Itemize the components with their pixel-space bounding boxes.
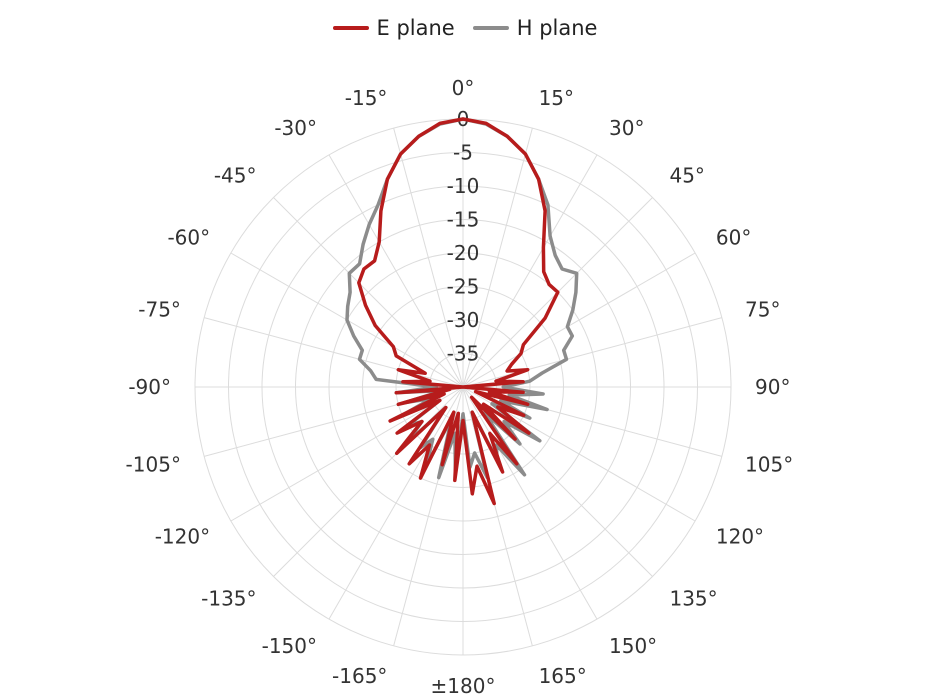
angle-tick-label: -60° — [167, 226, 210, 250]
grid-spoke — [230, 386, 464, 522]
angle-tick-label: -15° — [345, 86, 388, 110]
radial-tick-label: -20 — [447, 241, 480, 265]
angle-tick-label: 75° — [745, 298, 780, 322]
legend-item-h-plane[interactable]: H plane — [472, 16, 598, 40]
angle-tick-label: 120° — [716, 525, 764, 549]
angle-tick-label: 165° — [539, 664, 587, 688]
grid-spoke — [462, 252, 696, 388]
angle-tick-label: -75° — [138, 298, 181, 322]
angle-tick-label: 135° — [669, 586, 717, 610]
angle-tick-label: -150° — [262, 634, 317, 658]
angle-tick-label: -105° — [126, 452, 181, 476]
legend-swatch-e-plane — [332, 26, 369, 30]
grid-spoke — [328, 386, 464, 620]
angle-tick-label: 60° — [716, 226, 751, 250]
radial-tick-labels: 0-5-10-15-20-25-30-35 — [447, 107, 480, 366]
radial-tick-label: -35 — [447, 342, 480, 366]
angle-tick-label: 105° — [745, 452, 793, 476]
grid-spoke — [462, 386, 598, 620]
angle-tick-label: ±180° — [431, 674, 496, 696]
angle-tick-label: -165° — [332, 664, 387, 688]
radial-tick-label: -30 — [447, 308, 480, 332]
radial-tick-label: -15 — [447, 208, 480, 232]
grid-spoke — [204, 317, 464, 388]
grid-spoke — [328, 154, 464, 388]
radial-tick-label: -5 — [453, 141, 473, 165]
angle-tick-label: 0° — [452, 76, 475, 100]
angle-tick-labels: 0° 15° 30° 45° 60° 75° 90° 105° 120° 135° 150° 165°… — [126, 76, 794, 696]
legend-item-e-plane[interactable]: E plane — [332, 16, 455, 40]
angle-tick-label: 150° — [609, 634, 657, 658]
series-line-e-plane — [357, 117, 560, 506]
grid-spoke — [462, 128, 533, 388]
legend-label-e-plane: E plane — [376, 16, 455, 40]
legend-label-h-plane: H plane — [516, 16, 598, 40]
grid-spoke — [273, 197, 464, 388]
angle-tick-label: -30° — [274, 116, 317, 140]
angle-tick-label: 30° — [609, 116, 644, 140]
angle-tick-label: -90° — [128, 375, 171, 399]
angle-tick-label: -45° — [214, 164, 257, 188]
grid-spoke — [393, 128, 464, 388]
grid-spoke — [462, 154, 598, 388]
angle-tick-label: 45° — [669, 164, 704, 188]
chart-legend: E plane H plane — [0, 16, 930, 40]
radial-tick-label: -25 — [447, 275, 480, 299]
series-layer — [345, 117, 579, 506]
legend-swatch-h-plane — [472, 26, 509, 30]
series-line-h-plane — [345, 117, 579, 480]
angle-tick-label: -120° — [155, 525, 210, 549]
angle-tick-label: 90° — [755, 375, 790, 399]
radial-tick-label: -10 — [447, 174, 480, 198]
grid-spoke — [462, 317, 722, 388]
angle-tick-label: 15° — [539, 86, 574, 110]
angle-tick-label: -135° — [201, 586, 256, 610]
